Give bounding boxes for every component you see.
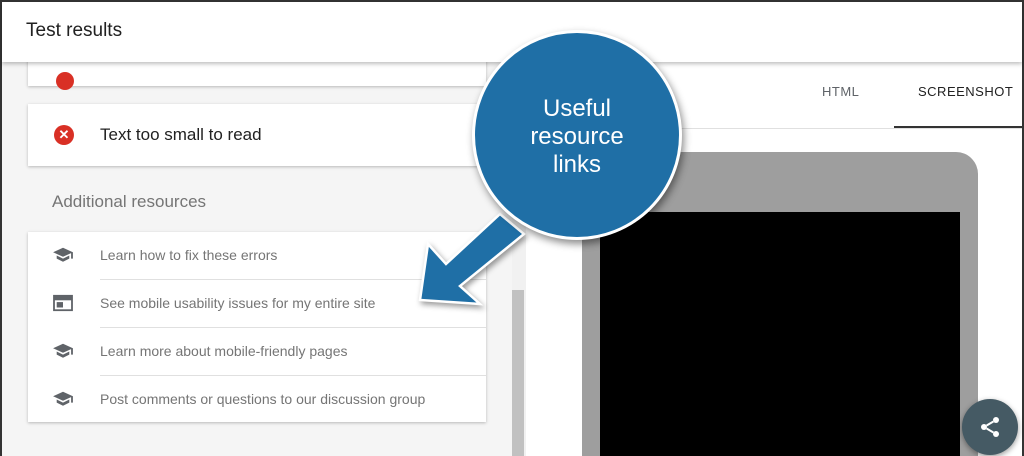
issue-label: Text too small to read bbox=[100, 125, 262, 144]
graduation-cap-icon bbox=[52, 342, 74, 360]
divider bbox=[100, 279, 486, 280]
resources-list: Learn how to fix these errors See mobile… bbox=[28, 232, 486, 422]
screenshot-preview bbox=[600, 212, 960, 456]
issue-card[interactable]: ✕ Text too small to read bbox=[28, 104, 486, 166]
divider bbox=[100, 375, 486, 376]
web-page-icon bbox=[52, 294, 74, 312]
callout-bubble: Useful resource links bbox=[472, 30, 682, 240]
results-panel: ✕ Text too small to read Additional reso… bbox=[2, 52, 512, 456]
resource-link-label: Learn how to fix these errors bbox=[100, 247, 278, 263]
callout-text: links bbox=[552, 151, 601, 178]
resource-link-label: See mobile usability issues for my entir… bbox=[100, 295, 376, 311]
resource-link-label: Learn more about mobile-friendly pages bbox=[100, 343, 348, 359]
resource-link[interactable]: Learn how to fix these errors bbox=[28, 232, 486, 280]
additional-resources-heading: Additional resources bbox=[52, 192, 207, 211]
callout-text: resource bbox=[530, 123, 624, 150]
share-button[interactable] bbox=[962, 399, 1018, 455]
divider bbox=[526, 128, 1022, 129]
resource-link-label: Post comments or questions to our discus… bbox=[100, 391, 426, 407]
tab-screenshot[interactable]: SCREENSHOT bbox=[918, 84, 1014, 99]
resource-link[interactable]: See mobile usability issues for my entir… bbox=[28, 280, 486, 328]
page-title: Test results bbox=[26, 20, 123, 41]
error-icon: ✕ bbox=[54, 125, 74, 145]
graduation-cap-icon bbox=[52, 246, 74, 264]
callout-text: Useful bbox=[542, 95, 612, 122]
active-tab-indicator bbox=[894, 126, 1024, 128]
divider bbox=[100, 327, 486, 328]
scrollbar-thumb[interactable] bbox=[512, 290, 524, 456]
resource-link[interactable]: Post comments or questions to our discus… bbox=[28, 376, 486, 424]
error-icon bbox=[56, 72, 74, 90]
tab-html[interactable]: HTML bbox=[822, 84, 860, 99]
resource-link[interactable]: Learn more about mobile-friendly pages bbox=[28, 328, 486, 376]
graduation-cap-icon bbox=[52, 390, 74, 408]
